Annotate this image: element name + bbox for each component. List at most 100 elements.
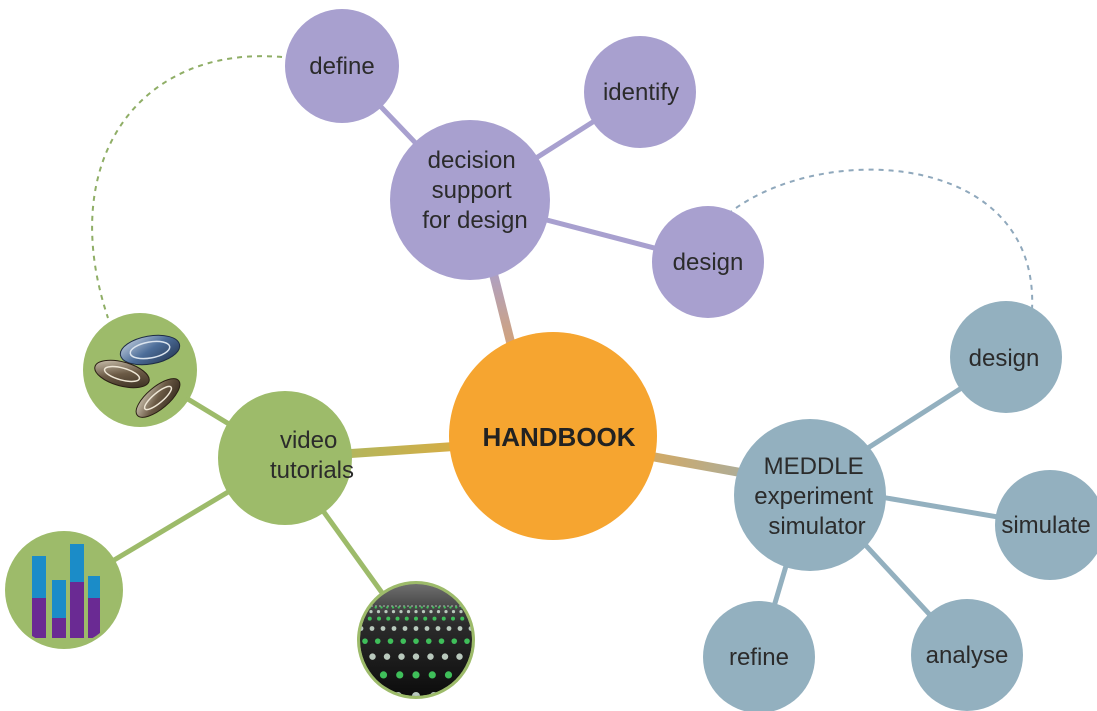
particle-dot bbox=[380, 606, 383, 609]
particle-dot bbox=[357, 606, 359, 608]
oyster-shells-thumbnail[interactable] bbox=[83, 313, 197, 427]
particle-dot bbox=[553, 638, 559, 644]
particle-dot bbox=[412, 692, 420, 696]
particle-dot bbox=[411, 605, 413, 607]
particle-dot bbox=[331, 671, 338, 678]
particle-grid-image bbox=[279, 584, 564, 700]
particle-dot bbox=[444, 610, 448, 614]
particle-dot bbox=[528, 638, 534, 644]
particle-dot bbox=[332, 610, 335, 613]
particle-dot bbox=[287, 610, 290, 613]
bar-chart-image bbox=[8, 534, 120, 646]
handbook-hub-node[interactable]: HANDBOOK bbox=[449, 332, 657, 540]
particle-dot bbox=[479, 617, 483, 621]
particle-dot bbox=[515, 605, 517, 607]
particle-dot bbox=[487, 605, 489, 607]
particle-dot bbox=[354, 610, 357, 613]
particle-dot bbox=[449, 606, 452, 609]
particle-dot bbox=[349, 638, 355, 644]
particle-dot bbox=[495, 606, 497, 608]
meddle-simulate-label: simulate bbox=[1001, 512, 1090, 539]
particle-dot bbox=[451, 610, 456, 614]
particle-dot bbox=[529, 653, 535, 659]
video-tutorials-node[interactable]: video tutorials bbox=[218, 391, 354, 525]
particle-dot bbox=[437, 606, 441, 609]
identify-node[interactable]: identify bbox=[584, 36, 696, 148]
particle-dot bbox=[451, 616, 455, 621]
particle-dot bbox=[544, 617, 548, 621]
particle-dot bbox=[299, 671, 306, 678]
identify-label: identify bbox=[603, 79, 679, 106]
particle-dot bbox=[428, 671, 436, 679]
particle-dot bbox=[362, 638, 368, 644]
particle-dot bbox=[525, 617, 529, 621]
particle-dot bbox=[526, 671, 533, 678]
particle-dot bbox=[326, 653, 332, 659]
handbook-hub-label: HANDBOOK bbox=[482, 422, 635, 452]
particle-dot bbox=[298, 638, 304, 644]
particle-dot bbox=[502, 626, 507, 631]
meddle-refine-node[interactable]: refine bbox=[703, 601, 815, 711]
meddle-analyse-circle bbox=[911, 599, 1023, 711]
decision-support-node[interactable]: decision support for design bbox=[390, 120, 550, 280]
particle-dot bbox=[395, 616, 400, 621]
particle-dot bbox=[409, 606, 412, 609]
decision-design-node[interactable]: design bbox=[652, 206, 764, 318]
particle-dot bbox=[459, 610, 463, 614]
particle-dot bbox=[287, 605, 289, 607]
particle-dot bbox=[502, 638, 508, 644]
meddle-simulate-node[interactable]: simulate bbox=[995, 470, 1097, 580]
particle-dot bbox=[475, 605, 477, 607]
particle-dot bbox=[343, 605, 345, 607]
particle-dot bbox=[379, 605, 381, 607]
particle-dot bbox=[512, 610, 515, 613]
particle-dot bbox=[494, 671, 501, 678]
particle-dot bbox=[513, 626, 518, 631]
particle-dot bbox=[466, 606, 469, 609]
particle-dot bbox=[306, 606, 308, 608]
particle-dot bbox=[556, 692, 564, 700]
particle-dot bbox=[421, 610, 426, 614]
particle-dot bbox=[340, 606, 342, 608]
particle-dot bbox=[472, 606, 474, 608]
particle-dot bbox=[286, 692, 294, 700]
decision-support-label: decision support for design bbox=[422, 147, 527, 234]
particle-dot bbox=[531, 605, 533, 607]
particle-dot bbox=[369, 626, 375, 631]
particle-dot bbox=[488, 617, 492, 621]
particle-dot bbox=[279, 610, 282, 613]
particle-dot bbox=[309, 610, 312, 613]
define-node[interactable]: define bbox=[285, 9, 399, 123]
particle-dot bbox=[285, 617, 289, 621]
dashed-arc-define-oyster bbox=[91, 55, 283, 319]
meddle-analyse-node[interactable]: analyse bbox=[911, 599, 1023, 711]
particle-dot bbox=[291, 605, 293, 607]
particle-dot bbox=[507, 617, 511, 621]
particle-dot bbox=[520, 692, 528, 700]
particle-dot bbox=[441, 616, 446, 621]
particle-dot bbox=[331, 617, 335, 621]
particle-dot bbox=[391, 626, 397, 631]
particle-dot bbox=[412, 653, 420, 660]
particle-dot bbox=[374, 606, 377, 609]
particle-dot bbox=[315, 671, 322, 678]
particle-dot bbox=[477, 638, 483, 644]
meddle-simulate-circle bbox=[995, 470, 1097, 580]
particle-dot bbox=[482, 610, 485, 613]
particle-dot bbox=[438, 638, 445, 644]
particle-dot bbox=[282, 626, 287, 631]
particle-dot bbox=[282, 653, 288, 659]
particle-dot bbox=[324, 610, 327, 613]
particle-grid-thumbnail[interactable] bbox=[268, 581, 564, 700]
particle-dot bbox=[542, 671, 549, 678]
particle-dot bbox=[432, 606, 435, 609]
meddle-design-node[interactable]: design bbox=[950, 301, 1062, 413]
particle-dot bbox=[503, 605, 505, 607]
particle-dot bbox=[397, 606, 400, 609]
bar-chart-thumbnail[interactable] bbox=[5, 531, 123, 649]
particle-dot bbox=[322, 692, 330, 700]
meddle-refine-circle bbox=[703, 601, 815, 711]
particle-dot bbox=[535, 605, 537, 607]
meddle-simulator-node[interactable]: MEDDLE experiment simulator bbox=[734, 419, 886, 571]
